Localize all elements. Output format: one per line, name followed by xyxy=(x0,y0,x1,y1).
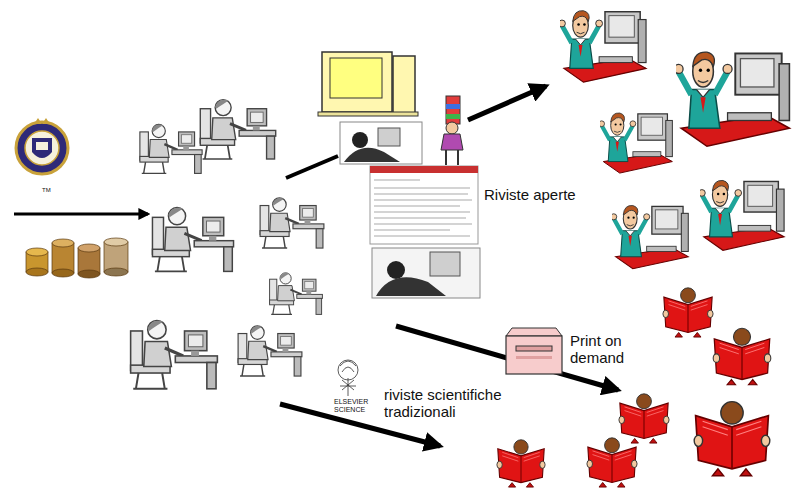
label-holder: Riviste aperte xyxy=(482,186,602,204)
label-holder: riviste scientifiche tradizionali xyxy=(382,386,522,421)
publisher-logo-text: ELSEVIER SCIENCE xyxy=(332,398,376,414)
print-on-demand-label: Print on demand xyxy=(568,332,638,367)
label-holder: ELSEVIER SCIENCE xyxy=(332,398,376,416)
traditional-journals-label: riviste scientifiche tradizionali xyxy=(382,386,522,421)
open-journals-label: Riviste aperte xyxy=(482,186,578,203)
label-holder: Print on demand xyxy=(568,332,638,367)
trademark-mark: TM xyxy=(40,187,53,194)
label-holder: TM xyxy=(40,178,60,196)
